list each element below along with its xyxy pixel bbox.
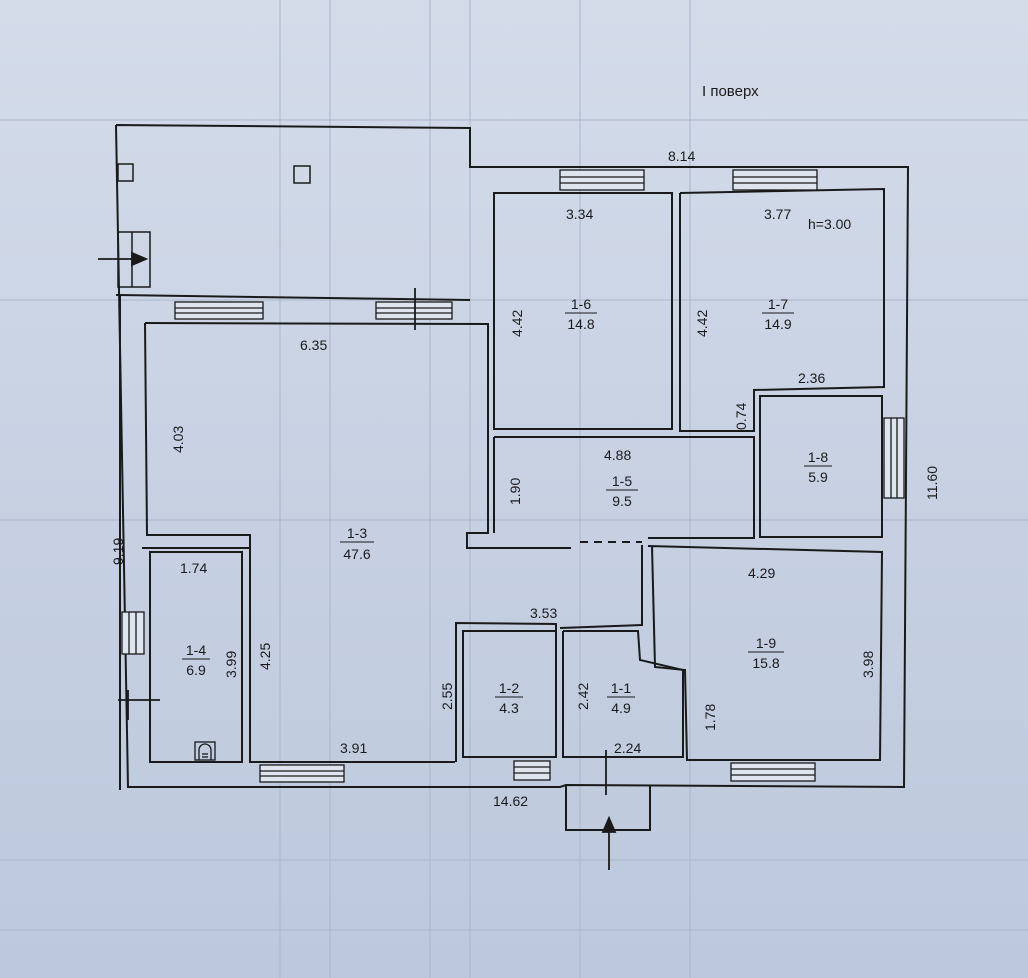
room-1-1: 1-1 4.9	[607, 680, 635, 716]
room-area: 9.5	[612, 493, 632, 509]
dim-r11-width: 2.24	[614, 740, 641, 756]
dim-r13-top: 6.35	[300, 337, 327, 353]
dim-left-overall: 9.19	[110, 538, 126, 565]
entrance-marks	[98, 251, 617, 870]
dim-r13-lower: 4.25	[257, 643, 273, 670]
dim-top-overall: 8.14	[668, 148, 695, 164]
dim-r12-width: 3.53	[530, 605, 557, 621]
room-id: 1-2	[499, 680, 519, 696]
room-area: 4.9	[611, 700, 631, 716]
dim-r14-length: 3.99	[223, 651, 239, 678]
window-room-1-8	[883, 417, 905, 499]
room-1-4-outline	[149, 551, 243, 763]
entry-arrow-left	[98, 251, 149, 267]
dim-r11-length: 2.42	[575, 683, 591, 710]
window-bottom-1-9	[730, 762, 816, 782]
floor-title: I поверх	[702, 83, 759, 100]
room-area: 15.8	[752, 655, 779, 671]
dim-r16-length: 4.42	[509, 310, 525, 337]
window-bottom-1-3	[259, 764, 345, 783]
room-area: 4.3	[499, 700, 519, 716]
room-1-9: 1-9 15.8	[748, 635, 784, 671]
fixture-icon	[194, 741, 216, 761]
room-1-5: 1-5 9.5	[606, 473, 638, 509]
room-1-8-outline	[759, 395, 883, 538]
dim-r18-gap: 0.74	[733, 403, 749, 430]
window-room-1-6	[559, 169, 645, 191]
window-top-left	[174, 301, 264, 320]
room-id: 1-8	[808, 449, 828, 465]
height-note: h=3.00	[808, 216, 851, 232]
room-1-2: 1-2 4.3	[495, 680, 523, 716]
dim-bottom-overall: 14.62	[493, 793, 528, 809]
room-area: 14.8	[567, 316, 594, 332]
outer-wall	[115, 124, 910, 789]
dim-r14-width: 1.74	[180, 560, 207, 576]
room-1-7: 1-7 14.9	[762, 296, 794, 332]
room-labels: 1-6 14.8 1-7 14.9 1-5 9.5 1-8 5.9 1-3 47…	[182, 296, 832, 716]
room-area: 6.9	[186, 662, 206, 678]
walls	[115, 124, 910, 831]
entry-fixtures	[117, 163, 311, 288]
room-area: 5.9	[808, 469, 828, 485]
dim-r18-width: 2.36	[798, 370, 825, 386]
window-bottom-1-2	[513, 760, 551, 781]
dim-r19-width: 4.29	[748, 565, 775, 581]
dim-r12-length: 2.55	[439, 683, 455, 710]
room-1-4: 1-4 6.9	[182, 642, 210, 678]
room-id: 1-9	[756, 635, 776, 651]
room-id: 1-7	[768, 296, 788, 312]
entry-arrow-bottom	[601, 815, 617, 870]
dimension-labels: 8.14 3.34 3.77 h=3.00 6.35 2.36 4.88 1.7…	[110, 148, 940, 809]
dim-r15-width: 4.88	[604, 447, 631, 463]
room-id: 1-1	[611, 680, 631, 696]
dim-r15-length: 1.90	[507, 478, 523, 505]
windows	[121, 169, 905, 783]
room-area: 14.9	[764, 316, 791, 332]
room-area: 47.6	[343, 546, 370, 562]
dim-r19-lower: 1.78	[702, 704, 718, 731]
dim-r17-length: 4.42	[694, 310, 710, 337]
room-1-8: 1-8 5.9	[804, 449, 832, 485]
dim-r13-left: 4.03	[170, 426, 186, 453]
room-1-6: 1-6 14.8	[565, 296, 597, 332]
dim-right-overall: 11.60	[924, 466, 940, 500]
dim-r13-bottom: 3.91	[340, 740, 367, 756]
room-id: 1-3	[347, 525, 367, 541]
room-id: 1-4	[186, 642, 206, 658]
dim-r16-width: 3.34	[566, 206, 593, 222]
window-top-mid	[375, 301, 453, 320]
room-id: 1-5	[612, 473, 632, 489]
room-1-6-outline	[493, 192, 673, 430]
window-room-1-7	[732, 169, 818, 191]
dim-r19-length: 3.98	[860, 651, 876, 678]
room-1-3: 1-3 47.6	[340, 525, 374, 562]
room-id: 1-6	[571, 296, 591, 312]
dim-r17-width: 3.77	[764, 206, 791, 222]
window-left	[121, 611, 145, 655]
